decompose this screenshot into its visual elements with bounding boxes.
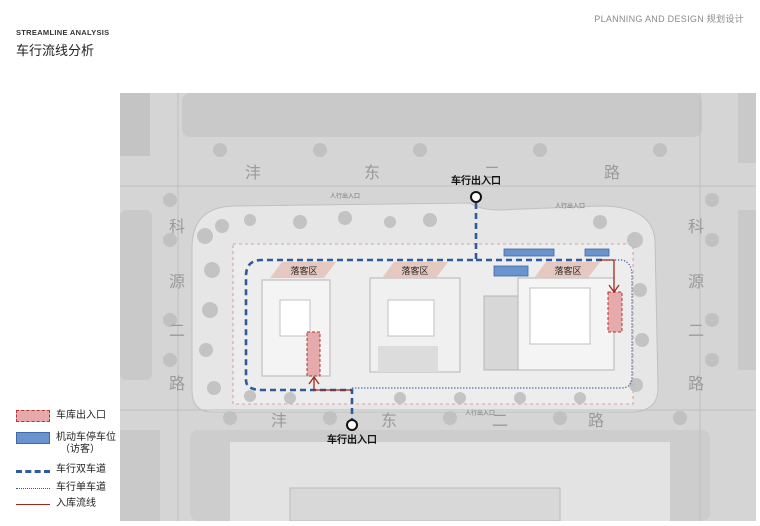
one-way-lane bbox=[352, 259, 633, 389]
building-center-core bbox=[387, 299, 435, 337]
vehicle-entrance-marker-south bbox=[346, 419, 358, 431]
legend-label: 车行单车道 bbox=[56, 482, 106, 493]
legend-label-main: 机动车停车位 bbox=[56, 432, 116, 443]
landscape-trees bbox=[197, 211, 649, 404]
inflow-route bbox=[313, 377, 352, 391]
vehicle-entrance-marker-north bbox=[470, 191, 482, 203]
block-south-inner bbox=[289, 487, 561, 521]
road-west-char-1: 科 bbox=[169, 218, 185, 236]
page-title: 车行流线分析 bbox=[16, 43, 95, 58]
two-way-lane bbox=[244, 203, 606, 425]
legend-item-one-way: 车行单车道 bbox=[16, 482, 106, 494]
road-south-char-3: 二 bbox=[492, 413, 508, 430]
visitor-parking bbox=[493, 265, 529, 277]
block-west bbox=[120, 210, 152, 380]
road-east-char-3: 二 bbox=[688, 323, 704, 340]
pedestrian-entrance-label: 人行出入口 bbox=[330, 192, 360, 200]
road-north-char-2: 东 bbox=[364, 164, 380, 182]
legend-label: 车库出入口 bbox=[56, 410, 106, 421]
legend-label: 入库流线 bbox=[56, 498, 96, 509]
building-east-core bbox=[529, 287, 591, 345]
block-ne bbox=[738, 93, 756, 163]
parking-swatch bbox=[16, 432, 50, 444]
block-nw bbox=[120, 93, 150, 156]
dropoff-zone bbox=[534, 262, 600, 278]
dropoff-zone-label: 落客区 bbox=[401, 265, 428, 276]
building-west-core bbox=[279, 299, 311, 337]
legend-label: 机动车停车位 （访客） bbox=[56, 432, 116, 456]
legend-label: 车行双车道 bbox=[56, 464, 106, 475]
road-west-char-2: 源 bbox=[169, 273, 185, 291]
road-west-char-4: 路 bbox=[169, 375, 185, 393]
road-south-char-4: 路 bbox=[588, 412, 604, 430]
road-east-char-2: 源 bbox=[688, 273, 704, 291]
road-east-char-1: 科 bbox=[688, 218, 704, 236]
legend-item-inflow: 入库流线 bbox=[16, 498, 96, 510]
road-north-char-1: 沣 bbox=[245, 164, 261, 182]
site-redline bbox=[232, 243, 634, 405]
road-south-char-1: 沣 bbox=[271, 412, 287, 430]
road-markings bbox=[120, 93, 756, 521]
road-west-char-3: 二 bbox=[169, 323, 185, 340]
visitor-parking bbox=[584, 248, 610, 257]
legend-item-garage-entrance: 车库出入口 bbox=[16, 410, 106, 422]
inflow-swatch bbox=[16, 498, 50, 510]
pedestrian-entrance-label: 人行出入口 bbox=[555, 202, 585, 210]
garage-entrance bbox=[607, 291, 623, 333]
visitor-parking bbox=[503, 248, 555, 257]
inflow-route bbox=[600, 259, 615, 292]
block-north bbox=[182, 93, 702, 137]
pedestrian-entrance-label: 人行出入口 bbox=[465, 409, 495, 417]
building-east-podium bbox=[483, 295, 521, 371]
road-north-char-4: 路 bbox=[604, 164, 620, 182]
legend-label-sub: （访客） bbox=[60, 444, 100, 455]
legend-item-two-way: 车行双车道 bbox=[16, 464, 106, 476]
legend-item-parking: 机动车停车位 （访客） bbox=[16, 432, 116, 456]
garage-entrance-swatch bbox=[16, 410, 50, 422]
dropoff-zone-label: 落客区 bbox=[290, 265, 317, 276]
one-way-swatch bbox=[16, 482, 50, 494]
inflow-arrow bbox=[308, 375, 320, 385]
inflow-arrow bbox=[608, 284, 620, 294]
road-south-char-2: 东 bbox=[381, 412, 397, 430]
section-header-label: PLANNING AND DESIGN 规划设计 bbox=[594, 14, 744, 24]
dropoff-zone-label: 落客区 bbox=[554, 265, 581, 276]
vehicle-entrance-label-south: 车行出入口 bbox=[327, 433, 377, 446]
road-east-char-4: 路 bbox=[688, 375, 704, 393]
block-sw bbox=[120, 430, 160, 521]
block-east bbox=[738, 210, 756, 370]
building-center-podium bbox=[378, 346, 438, 372]
dropoff-zone bbox=[382, 262, 448, 278]
vehicle-entrance-label-north: 车行出入口 bbox=[451, 174, 501, 187]
garage-entrance bbox=[306, 331, 321, 377]
two-way-swatch bbox=[16, 464, 50, 476]
street-trees bbox=[163, 143, 719, 425]
dropoff-zone bbox=[270, 262, 336, 278]
page-subtitle: STREAMLINE ANALYSIS bbox=[16, 28, 110, 37]
road-north-char-3: 二 bbox=[484, 165, 500, 182]
